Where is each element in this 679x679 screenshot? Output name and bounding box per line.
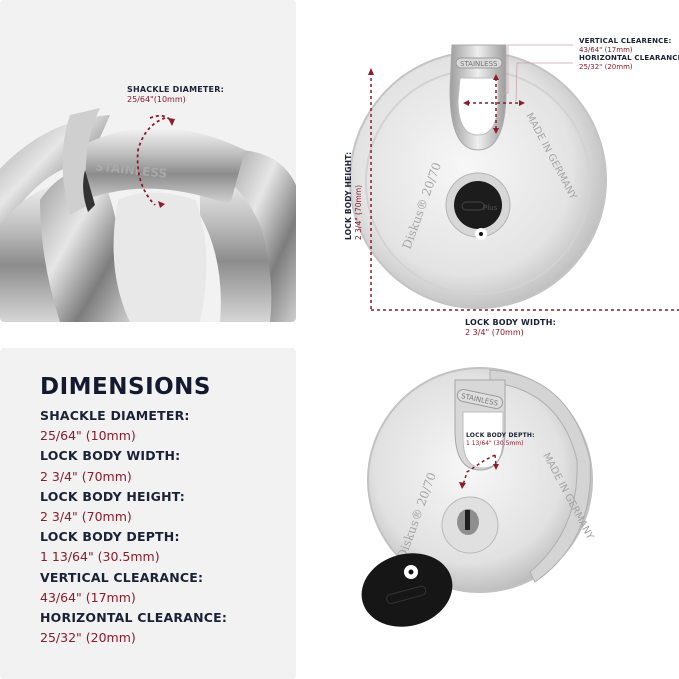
horizontal-clearance-label: HORIZONTAL CLEARANCE: (579, 54, 679, 62)
lock-body-height-label: LOCK BODY HEIGHT: (344, 151, 353, 240)
open-cover-section: STAINLESS Diskus® 20/70 MADE IN GERMANY … (355, 350, 679, 679)
shackle-diameter-value: 25/64"(10mm) (127, 95, 186, 104)
shackle-diameter-callout: SHACKLE DIAMETER: 25/64"(10mm) (127, 85, 224, 105)
lock-body-width-label: LOCK BODY WIDTH: (465, 318, 556, 327)
vertical-clearance-label: VERTICAL CLEARENCE: (579, 37, 672, 45)
lock-body-height-callout: LOCK BODY HEIGHT: 2 3/4" (70mm) (344, 152, 364, 240)
front-view-section: STAINLESS Plus Diskus® 20/70 MADE IN GER… (300, 0, 679, 348)
dimensions-panel (0, 348, 296, 679)
cover-engraving: Plus (483, 204, 498, 212)
keyhole-cover (361, 553, 453, 627)
dimensions-title: DIMENSIONS (40, 374, 211, 400)
spec-value-lock-body-depth: 1 13/64" (30.5mm) (40, 549, 160, 565)
vertical-clearance-value: 43/64" (17mm) (579, 45, 633, 54)
lock-body-depth-callout: LOCK BODY DEPTH: 1 13/64" (30.5mm) (466, 432, 535, 447)
open-cover-padlock-image: STAINLESS Diskus® 20/70 MADE IN GERMANY (361, 367, 596, 627)
spec-value-horizontal-clearance: 25/32" (20mm) (40, 630, 136, 646)
lock-body-depth-label: LOCK BODY DEPTH: (466, 432, 535, 439)
spec-value-vertical-clearance: 43/64" (17mm) (40, 589, 136, 605)
spec-value-shackle-diameter: 25/64" (10mm) (40, 428, 136, 444)
spec-label-lock-body-height: LOCK BODY HEIGHT: (40, 488, 185, 504)
spec-label-lock-body-width: LOCK BODY WIDTH: (40, 448, 181, 464)
lock-body-height-value: 2 3/4" (70mm) (354, 184, 363, 240)
vertical-clearance-callout: VERTICAL CLEARENCE: 43/64" (17mm) HORIZO… (579, 37, 679, 71)
lock-body-width-value: 2 3/4" (70mm) (465, 328, 524, 337)
lock-body-depth-value: 1 13/64" (30.5mm) (466, 439, 524, 447)
shackle-closeup-image: STAINLESS (0, 108, 296, 322)
shackle-closeup-panel: STAINLESS SHACKLE DIAMETER: 25/64"(10mm) (0, 0, 296, 322)
horizontal-clearance-value: 25/32" (20mm) (579, 62, 633, 71)
lock-body-width-callout: LOCK BODY WIDTH: 2 3/4" (70mm) (465, 318, 556, 338)
spec-label-lock-body-depth: LOCK BODY DEPTH: (40, 529, 180, 545)
spec-value-lock-body-width: 2 3/4" (70mm) (40, 468, 132, 484)
spec-label-horizontal-clearance: HORIZONTAL CLEARANCE: (40, 610, 228, 626)
dimensions-list: SHACKLE DIAMETER: 25/64" (10mm) LOCK BOD… (40, 406, 227, 648)
front-shackle-engraving: STAINLESS (460, 60, 498, 68)
spec-label-vertical-clearance: VERTICAL CLEARANCE: (40, 569, 204, 585)
spec-value-lock-body-height: 2 3/4" (70mm) (40, 509, 132, 525)
spec-label-shackle-diameter: SHACKLE DIAMETER: (40, 408, 190, 423)
shackle-diameter-label: SHACKLE DIAMETER: (127, 85, 224, 94)
front-view-padlock-image: STAINLESS Plus Diskus® 20/70 MADE IN GER… (349, 44, 679, 311)
